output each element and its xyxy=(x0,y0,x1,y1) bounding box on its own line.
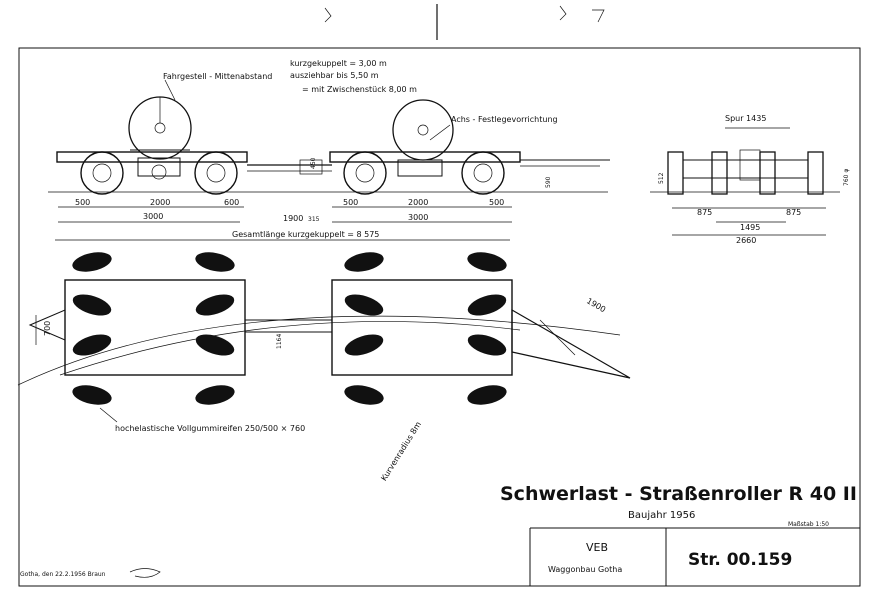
tyre xyxy=(72,294,112,316)
dim-front-2: 600 xyxy=(224,198,239,207)
rear-bogie-wheels xyxy=(343,151,505,195)
tyre xyxy=(72,334,112,356)
signature-note: Gotha, den 22.2.1956 Braun xyxy=(20,571,106,578)
tyre xyxy=(344,252,384,272)
dim-front-1: 2000 xyxy=(150,198,170,207)
front-frame xyxy=(64,279,246,376)
dim-gap-1: 315 xyxy=(308,216,320,223)
platform-height-label: 590 xyxy=(545,176,552,188)
end-view: Spur 1435 512 760 φ 875 875 1495 2660 xyxy=(650,114,850,245)
title-block: Schwerlast - Straßenroller R 40 II Bauja… xyxy=(20,483,860,586)
plan-width-label: 700 xyxy=(43,321,52,336)
cable-drum-rear xyxy=(392,99,454,161)
tyre xyxy=(195,294,235,316)
dim-gap-0: 1900 xyxy=(283,214,303,223)
end-dim-inner: 1495 xyxy=(740,223,760,232)
wheel-diameter-label: 760 φ xyxy=(843,169,850,186)
drawing-frame xyxy=(18,47,861,587)
end-dim-0: 875 xyxy=(697,208,712,217)
dim-front-total: 3000 xyxy=(143,212,163,221)
coupling-text-2: ausziehbar bis 5,50 m xyxy=(290,71,379,80)
tyre xyxy=(195,252,235,272)
dim-front-0: 500 xyxy=(75,198,90,207)
dim-rear-total: 3000 xyxy=(408,213,428,222)
year-label: Baujahr 1956 xyxy=(628,510,695,521)
tyre xyxy=(72,385,112,405)
tyre xyxy=(72,252,112,272)
frame-width-label: 1164 xyxy=(276,334,283,349)
tyre xyxy=(344,334,384,356)
tyre xyxy=(344,385,384,405)
tyre xyxy=(467,334,507,356)
end-dim-1: 875 xyxy=(786,208,801,217)
rear-frame xyxy=(331,279,513,376)
tyre xyxy=(344,294,384,316)
coupling-text-3: = mit Zwischenstück 8,00 m xyxy=(302,85,417,94)
maker-line-2: Waggonbau Gotha xyxy=(548,565,622,574)
dim-rear-2: 500 xyxy=(489,198,504,207)
tyre xyxy=(195,334,235,356)
track-label: Spur 1435 xyxy=(725,114,766,123)
plan-tyres xyxy=(72,252,507,405)
height-label: 450 xyxy=(310,157,317,169)
signature-scribble xyxy=(129,568,161,578)
drawbar-label: 1900 xyxy=(585,296,607,314)
coupling-text-1: kurzgekuppelt = 3,00 m xyxy=(290,59,387,68)
tyre xyxy=(467,294,507,316)
turn-radius-label: Kurvenradius 8m xyxy=(379,420,423,483)
drawing-number: Str. 00.159 xyxy=(688,550,792,570)
tyre xyxy=(195,385,235,405)
scale-label: Maßstab 1:50 xyxy=(788,521,829,528)
overall-length: Gesamtlänge kurzgekuppelt = 8 575 xyxy=(232,230,379,239)
wheelbase-label: Fahrgestell - Mittenabstand xyxy=(163,72,272,81)
drawing-title: Schwerlast - Straßenroller R 40 II xyxy=(500,483,857,505)
fixing-label: Achs - Festlegevorrichtung xyxy=(451,115,558,124)
dim-rear-0: 500 xyxy=(343,198,358,207)
scan-marks xyxy=(324,4,605,40)
maker-line-1: VEB xyxy=(586,541,608,554)
dim-rear-1: 2000 xyxy=(408,198,428,207)
plan-view: 700 1164 1900 hochelastische Vollgummire… xyxy=(17,252,631,483)
front-bogie-wheels xyxy=(80,151,238,195)
side-view: Fahrgestell - Mittenabstand kurzgekuppel… xyxy=(48,59,610,241)
tyres-note: hochelastische Vollgummireifen 250/500 ×… xyxy=(115,424,305,433)
end-dim-overall: 2660 xyxy=(736,236,756,245)
end-height-label: 512 xyxy=(658,172,665,184)
tyre xyxy=(467,385,507,405)
tyre xyxy=(467,252,507,272)
